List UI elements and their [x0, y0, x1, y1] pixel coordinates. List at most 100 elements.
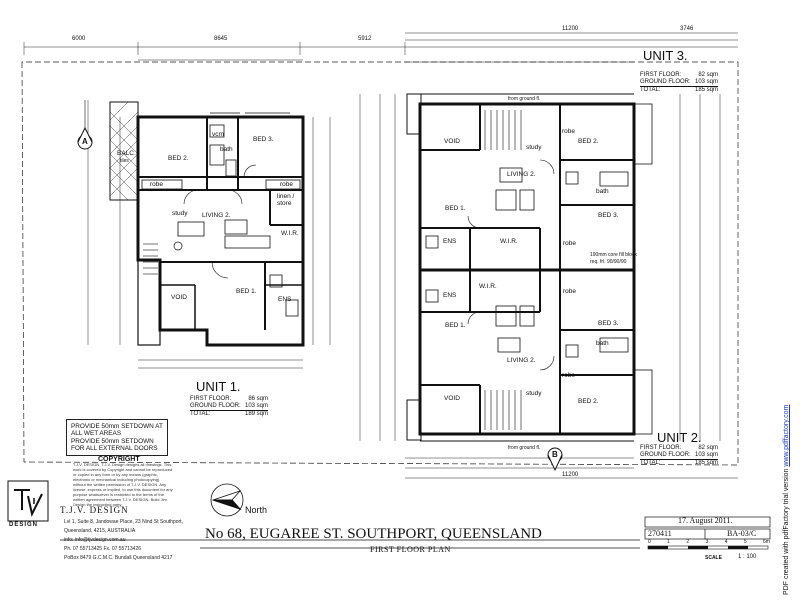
- room-label-u1-bath: bath: [220, 146, 233, 153]
- unit-2-ground-floor-area: 103 sqm: [694, 452, 718, 458]
- company-name: T.J.V. DESIGN: [60, 505, 129, 515]
- company-address-1: Lvl 1, Suite 8, Jandowae Place, 23 Nind …: [64, 519, 183, 525]
- unit-1-ground-floor-area: 103 sqm: [244, 403, 268, 409]
- room-label-u1-bed2: BED 2.: [168, 155, 189, 162]
- units-2-3-plan: [406, 93, 653, 442]
- scale-tick-2: 2: [686, 539, 690, 545]
- dim-top-overall-right: 11200: [562, 26, 579, 32]
- room-label-u1-wir: W.I.R.: [281, 230, 299, 237]
- total-label: TOTAL:: [640, 87, 661, 93]
- unit-3-area-table: FIRST FLOOR:82 sqm GROUND FLOOR:103 sqm …: [640, 72, 718, 94]
- room-label-u1-linen: linen /: [277, 193, 295, 200]
- room-label-u3-bath: bath: [596, 188, 609, 195]
- pdf-watermark-link[interactable]: www.pdffactory.com: [783, 404, 790, 467]
- room-label-u3-wir: W.I.R.: [500, 238, 518, 245]
- room-label-u1-living2: LIVING 2.: [202, 212, 231, 219]
- room-label-u2-void: VOID: [444, 395, 460, 402]
- note-line-4: FOR ALL EXTERNAL DOORS: [71, 444, 158, 452]
- ground-floor-label: GROUND FLOOR:: [640, 79, 691, 85]
- company-email: info: info@tjvdesign.com.au: [64, 537, 126, 543]
- room-label-u1-store: store: [277, 200, 292, 207]
- room-label-u1-void: VOID: [171, 294, 187, 301]
- room-label-u3-robe2: robe: [563, 240, 577, 247]
- scale-tick-6: 6m: [763, 539, 770, 545]
- section-marker-b: [547, 447, 563, 472]
- unit-2-total-area: 185 sqm: [694, 460, 718, 466]
- core-fill-note-line1: 190mm core fill block: [590, 252, 637, 258]
- section-marker-a: [77, 100, 93, 150]
- scale-tick-5: 5: [743, 539, 747, 545]
- scale-bar: [647, 545, 769, 550]
- first-floor-label: FIRST FLOOR:: [640, 72, 682, 78]
- tjv-logo-icon: [7, 480, 49, 522]
- title-block-frame: [60, 516, 771, 549]
- drawing-date: 17. August 2011.: [678, 516, 733, 525]
- dim-bottom-overall-right: 11200: [562, 472, 579, 478]
- room-label-u2-bath: bath: [596, 340, 609, 347]
- unit-1-title: UNIT 1.: [196, 379, 241, 394]
- room-label-u3-living2: LIVING 2.: [507, 171, 536, 178]
- company-address-2: Queensland, 4215, AUSTRALIA: [64, 528, 136, 534]
- company-address-block: Lvl 1, Suite 8, Jandowae Place, 23 Nind …: [64, 518, 183, 563]
- room-label-u1-vcm: vcm: [212, 131, 224, 138]
- unit-1-area-table: FIRST FLOOR:86 sqm GROUND FLOOR:103 sqm …: [190, 396, 268, 418]
- core-fill-note-line2: req. frl. 90/90/90: [590, 259, 627, 265]
- scale-label: SCALE: [705, 555, 722, 561]
- job-number: 270411: [648, 529, 672, 538]
- unit-3-ground-floor-area: 103 sqm: [694, 79, 718, 85]
- room-label-u1-study: study: [172, 210, 188, 217]
- scale-tick-1: 1: [667, 539, 670, 545]
- room-label-u1-bed3: BED 3.: [253, 136, 274, 143]
- room-label-u2-bed3: BED 3.: [598, 320, 619, 327]
- room-label-u2-bed2: BED 2.: [578, 398, 599, 405]
- dim-top-right-3746: 3746: [680, 26, 694, 32]
- room-label-u3-bed3: BED 3.: [598, 212, 619, 219]
- dim-top-overall-2: 8645: [214, 36, 228, 42]
- section-marker-b-label: B: [552, 450, 558, 459]
- unit-2-first-floor-area: 82 sqm: [698, 445, 718, 451]
- drawing-subtitle: FIRST FLOOR PLAN: [370, 545, 451, 554]
- unit-3-title: UNIT 3.: [643, 48, 688, 63]
- ground-floor-label: GROUND FLOOR:: [640, 452, 691, 458]
- first-floor-label: FIRST FLOOR:: [640, 445, 682, 451]
- unit-2-title: UNIT 2.: [657, 430, 702, 445]
- from-ground-note-bottom: from ground fl.: [508, 445, 541, 451]
- scale-value: 1 : 100: [738, 554, 757, 560]
- room-label-u3-robe: robe: [562, 128, 576, 135]
- note-line-3: PROVIDE 50mm SETDOWN: [71, 437, 154, 445]
- room-label-u2-bed1: BED 1.: [445, 322, 466, 329]
- north-label: North: [245, 505, 268, 515]
- copyright-heading: COPYRIGHT: [98, 456, 140, 463]
- room-label-u2-robe2: robe: [562, 372, 576, 379]
- room-label-u1-ens: ENS: [278, 296, 292, 303]
- room-label-u1-robe: robe: [150, 181, 164, 188]
- total-label: TOTAL:: [640, 460, 661, 466]
- room-label-balcony-finish: tiles: [120, 158, 129, 164]
- room-label-u3-study: study: [526, 144, 542, 151]
- logo-text: DESIGN: [9, 522, 39, 528]
- pdf-watermark: PDF created with pdfFactory trial versio…: [783, 405, 790, 595]
- unit-3-first-floor-area: 82 sqm: [698, 72, 718, 78]
- note-line-1: PROVIDE 50mm SETDOWN AT: [71, 423, 163, 430]
- room-label-u2-ens: ENS: [443, 292, 457, 299]
- pdf-watermark-text: PDF created with pdfFactory trial versio…: [783, 466, 790, 595]
- drawing-number: BA-03/C: [727, 529, 757, 538]
- units-2-3-dimension-lines: [359, 32, 738, 479]
- room-label-u2-robe: robe: [563, 288, 577, 295]
- unit-2-area-table: FIRST FLOOR:82 sqm GROUND FLOOR:103 sqm …: [640, 445, 718, 467]
- room-label-u3-bed1: BED 1.: [445, 205, 466, 212]
- room-label-u1-robe2: robe: [280, 181, 294, 188]
- unit-1-total-area: 189 sqm: [244, 411, 268, 417]
- room-label-u3-bed2: BED 2.: [578, 138, 599, 145]
- unit-1-first-floor-area: 86 sqm: [248, 396, 268, 402]
- unit-1-dimension-lines: [23, 42, 738, 369]
- company-phone: Ph. 07 55713425 Fx. 07 55713426: [64, 546, 142, 552]
- unit-3-total-area: 185 sqm: [694, 87, 718, 93]
- copyright-body: T.J.V. DESIGN. T.J.V. Design designs all…: [73, 462, 173, 507]
- dim-top-overall-3: 5912: [358, 36, 372, 42]
- dim-top-overall-1: 6000: [72, 36, 86, 42]
- first-floor-label: FIRST FLOOR:: [190, 396, 232, 402]
- room-label-u1-bed1: BED 1.: [236, 288, 257, 295]
- room-label-u3-void: VOID: [444, 138, 460, 145]
